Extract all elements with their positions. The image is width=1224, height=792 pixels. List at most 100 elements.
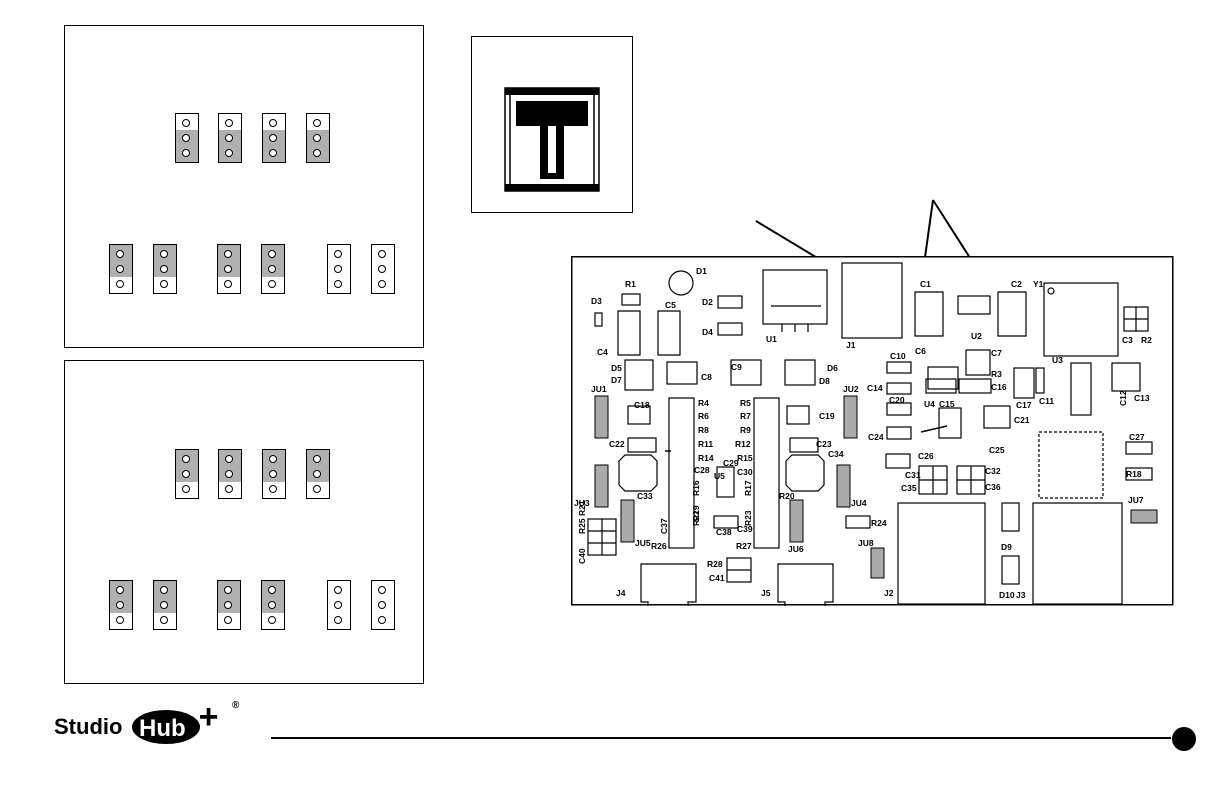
component-label-c31: C31 bbox=[905, 470, 921, 480]
jumper-pin bbox=[225, 485, 233, 493]
component-label-r19: R19 bbox=[691, 505, 701, 521]
jumper-pin bbox=[182, 119, 190, 127]
component-label-r20: R20 bbox=[779, 491, 795, 501]
component-label-j3: J3 bbox=[1016, 590, 1026, 600]
jumper-pin bbox=[269, 485, 277, 493]
component-label-r2: R2 bbox=[1141, 335, 1152, 345]
component-label-r7: R7 bbox=[740, 411, 751, 421]
jumper-pin bbox=[269, 455, 277, 463]
component-label-c3: C3 bbox=[1122, 335, 1133, 345]
component-label-r6: R6 bbox=[698, 411, 709, 421]
component-label-d5: D5 bbox=[611, 363, 622, 373]
jumper-pin bbox=[268, 265, 276, 273]
component-label-u4: U4 bbox=[924, 399, 935, 409]
logo-plus: + bbox=[198, 698, 218, 736]
jumper-shunt bbox=[263, 130, 285, 162]
jumper-shunt bbox=[154, 581, 176, 613]
component-label-j1: J1 bbox=[846, 340, 856, 350]
component-label-ju5: JU5 bbox=[635, 538, 651, 548]
jumper-pin bbox=[269, 119, 277, 127]
jumper-pin bbox=[269, 149, 277, 157]
jumper-pin bbox=[334, 616, 342, 624]
studiohub-logo: Studio Hub + ® bbox=[54, 698, 240, 744]
jumper-pin bbox=[182, 485, 190, 493]
jumper-pin bbox=[313, 485, 321, 493]
jumper-pin bbox=[378, 601, 386, 609]
jumper-pin bbox=[182, 470, 190, 478]
jumper-pin bbox=[334, 265, 342, 273]
component-label-c14: C14 bbox=[867, 383, 883, 393]
jumper-shunt bbox=[307, 450, 329, 482]
jumper-shunt bbox=[219, 450, 241, 482]
component-label-r26: R26 bbox=[651, 541, 667, 551]
component-label-r17: R17 bbox=[743, 480, 753, 496]
jumper-pin bbox=[224, 616, 232, 624]
component-label-c22: C22 bbox=[609, 439, 625, 449]
component-label-c29: C29 bbox=[723, 458, 739, 468]
jumper-pin bbox=[268, 280, 276, 288]
jumper-detail-box bbox=[471, 36, 633, 213]
jumper-pin bbox=[160, 601, 168, 609]
component-label-r16: R16 bbox=[691, 480, 701, 496]
jumper-pin bbox=[116, 250, 124, 258]
jumper-shunt bbox=[219, 130, 241, 162]
component-label-d10: D10 bbox=[999, 590, 1015, 600]
component-label-c6: C6 bbox=[915, 346, 926, 356]
jumper-block bbox=[153, 244, 177, 294]
jumper-pin bbox=[268, 586, 276, 594]
component-label-d4: D4 bbox=[702, 327, 713, 337]
jumper-pin bbox=[334, 601, 342, 609]
jumper-panel-bottom bbox=[64, 360, 424, 684]
jumper-pin bbox=[268, 616, 276, 624]
jumper-shunt bbox=[176, 450, 198, 482]
component-label-j2: J2 bbox=[884, 588, 894, 598]
component-label-c41: C41 bbox=[709, 573, 725, 583]
jumper-pin bbox=[269, 470, 277, 478]
jumper-pin bbox=[182, 134, 190, 142]
component-label-u2: U2 bbox=[971, 331, 982, 341]
component-label-u5: U5 bbox=[714, 471, 725, 481]
jumper-pin bbox=[225, 149, 233, 157]
jumper-block bbox=[218, 449, 242, 499]
component-label-r18: R18 bbox=[1126, 469, 1142, 479]
component-label-c21: C21 bbox=[1014, 415, 1030, 425]
jumper-shunt bbox=[218, 581, 240, 613]
component-label-r11: R11 bbox=[698, 439, 713, 449]
jumper-pin bbox=[160, 280, 168, 288]
jumper-pin bbox=[116, 616, 124, 624]
component-label-r15: R15 bbox=[737, 453, 753, 463]
component-label-c33: C33 bbox=[637, 491, 653, 501]
component-label-c37: C37 bbox=[659, 518, 669, 534]
jumper-pin bbox=[160, 265, 168, 273]
jumper-shunt bbox=[110, 245, 132, 277]
component-label-c27: C27 bbox=[1129, 432, 1145, 442]
component-label-c34: C34 bbox=[828, 449, 844, 459]
component-label-c2: C2 bbox=[1011, 279, 1022, 289]
jumper-pin bbox=[268, 601, 276, 609]
component-label-d2: D2 bbox=[702, 297, 713, 307]
component-label-c1: C1 bbox=[920, 279, 931, 289]
component-label-c39: C39 bbox=[737, 524, 753, 534]
component-label-ju1: JU1 bbox=[591, 384, 607, 394]
jumper-pin bbox=[378, 586, 386, 594]
component-label-c20: C20 bbox=[889, 395, 905, 405]
component-label-d9: D9 bbox=[1001, 542, 1012, 552]
component-label-c17: C17 bbox=[1016, 400, 1032, 410]
component-label-ju8: JU8 bbox=[858, 538, 874, 548]
jumper-pin bbox=[313, 470, 321, 478]
component-label-ju4: JU4 bbox=[851, 498, 867, 508]
component-label-r1: R1 bbox=[625, 279, 636, 289]
jumper-pin bbox=[269, 134, 277, 142]
component-label-c15: C15 bbox=[939, 399, 955, 409]
jumper-pin bbox=[116, 586, 124, 594]
logo-word-hub: Hub bbox=[139, 715, 186, 742]
component-label-c18: C18 bbox=[634, 400, 650, 410]
component-label-u1: U1 bbox=[766, 334, 777, 344]
component-label-r9: R9 bbox=[740, 425, 751, 435]
jumper-pin bbox=[224, 586, 232, 594]
jumper-pin bbox=[268, 250, 276, 258]
component-label-r24: R24 bbox=[871, 518, 887, 528]
jumper-pin bbox=[224, 250, 232, 258]
component-label-c35: C35 bbox=[901, 483, 917, 493]
component-label-c28: C28 bbox=[694, 465, 710, 475]
